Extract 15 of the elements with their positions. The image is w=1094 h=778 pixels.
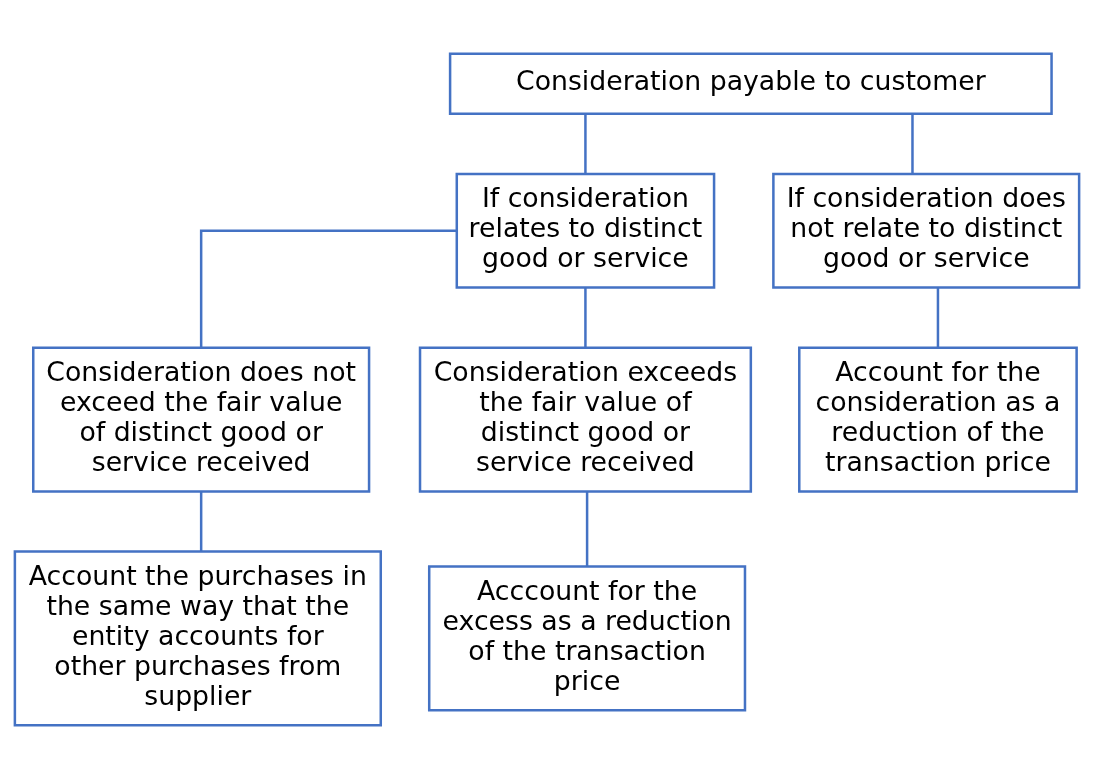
node-box: If consideration relates to distinct good or service [455, 172, 716, 289]
connector [911, 113, 914, 174]
connector [584, 287, 587, 347]
connector [199, 491, 203, 551]
node-box: Consideration exceeds the fair value of distinct good or service received [418, 345, 753, 493]
connector [199, 229, 457, 348]
node-box: Consideration does not exceed the fair value of distinct good or service received [32, 345, 371, 493]
node-box: Consideration payable to customer [448, 51, 1053, 115]
node-box: Account the purchases in the same way that the entity accounts for other purchases from supplier [13, 549, 382, 727]
connector [585, 491, 589, 566]
node-box: Account for the consideration as a reduction of the transaction price [798, 345, 1078, 493]
connector [936, 287, 940, 347]
connector [584, 113, 587, 174]
node-box: Acccount for the excess as a reduction of the transaction price [427, 564, 747, 712]
node-box: If consideration does not relate to distinct good or service [772, 172, 1081, 289]
